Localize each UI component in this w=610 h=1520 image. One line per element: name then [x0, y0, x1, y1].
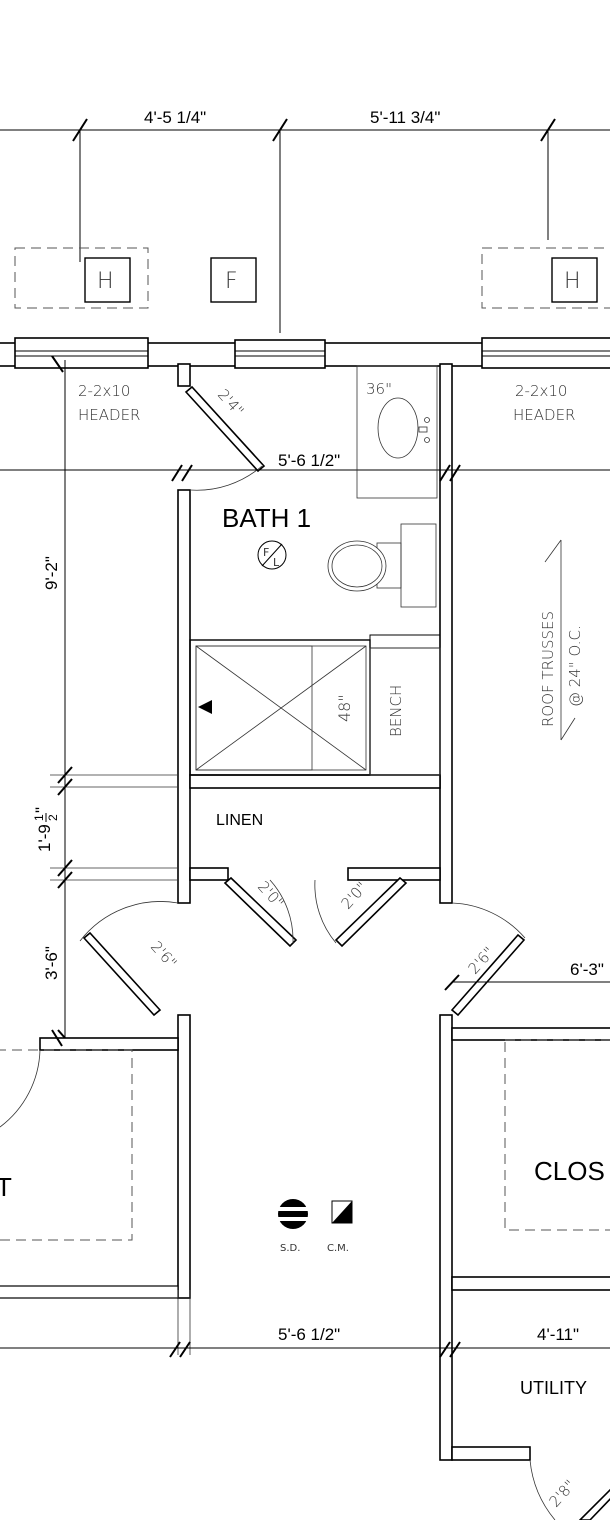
svg-text:ROOF TRUSSES: ROOF TRUSSES: [539, 611, 557, 727]
svg-text:1'-9: 1'-9: [35, 824, 54, 852]
roof-trusses-note: ROOF TRUSSES @ 24" O.C.: [539, 539, 584, 741]
lower-left-walls: [0, 1014, 191, 1299]
svg-text:48": 48": [335, 694, 354, 722]
room-label-linen: LINEN: [216, 812, 263, 829]
bath-door[interactable]: 2'4": [184, 386, 266, 491]
dim-top-right: 5'-11 3/4": [370, 108, 440, 127]
svg-text:3'-6": 3'-6": [42, 946, 61, 980]
lower-right-walls: [439, 1014, 610, 1520]
bench: BENCH: [369, 634, 441, 776]
room-label-utility: UTILITY: [520, 1378, 587, 1398]
dim-bath-width-bottom: 5'-6 1/2": [278, 1325, 340, 1344]
heater-left-icon: H: [84, 257, 131, 303]
svg-text:F: F: [263, 546, 269, 559]
header-left-line2: HEADER: [78, 406, 140, 424]
svg-text:S.D.: S.D.: [280, 1243, 300, 1254]
svg-text:F: F: [225, 269, 238, 294]
svg-text:2: 2: [46, 814, 60, 821]
svg-text:2'0": 2'0": [338, 878, 372, 912]
heater-right-icon: H: [551, 257, 598, 303]
exterior-wall: [0, 337, 610, 373]
toilet-icon: [327, 523, 437, 608]
svg-text:H: H: [97, 269, 114, 294]
shower: 48": [189, 639, 371, 776]
smoke-detector-icon: S.D.: [278, 1199, 308, 1254]
header-right-line2: HEADER: [513, 406, 575, 424]
dim-utility-width: 4'-11": [537, 1325, 579, 1344]
hall-door-left[interactable]: 2'6": [79, 901, 181, 1017]
top-dimension: 4'-5 1/4" 5'-11 3/4": [0, 108, 610, 333]
svg-text:2'4": 2'4": [214, 386, 248, 420]
floor-drain-icon: F L: [257, 540, 287, 570]
svg-text:C.M.: C.M.: [327, 1243, 349, 1254]
linen-door-left[interactable]: 2'0": [223, 876, 298, 948]
vanity: 36": [356, 365, 438, 499]
header-right-line1: 2-2x10: [515, 382, 567, 400]
linen-door-right[interactable]: 2'0": [314, 876, 408, 948]
svg-text:@ 24" O.C.: @ 24" O.C.: [566, 625, 584, 707]
dim-right-room: 6'-3": [570, 960, 604, 979]
header-left-line1: 2-2x10: [78, 382, 130, 400]
hall-door-right[interactable]: 2'6": [450, 902, 526, 1017]
dim-top-left: 4'-5 1/4": [144, 108, 206, 127]
dim-bath-width-top: 5'-6 1/2": [278, 451, 340, 470]
svg-text:1: 1: [32, 814, 46, 821]
vertical-dimensions: 9'-2" 1'-9 1 2 " 3'-6": [32, 556, 178, 1047]
shower-head-icon: [198, 700, 212, 714]
svg-text:H: H: [564, 269, 581, 294]
utility-door-size: 2'8": [546, 1476, 580, 1510]
room-label-closet-right: CLOS: [534, 1156, 605, 1186]
svg-text:2'6": 2'6": [147, 938, 181, 972]
svg-text:BENCH: BENCH: [387, 685, 405, 737]
co-monitor-icon: C.M.: [327, 1200, 353, 1254]
fan-icon: F: [210, 257, 257, 303]
svg-text:": ": [32, 807, 51, 813]
bath-walls: [177, 363, 453, 904]
svg-text:36": 36": [366, 380, 392, 398]
svg-text:L: L: [273, 556, 280, 569]
room-label-bath: BATH 1: [222, 503, 311, 533]
room-label-closet-left: T: [0, 1172, 12, 1202]
svg-text:9'-2": 9'-2": [42, 556, 61, 590]
